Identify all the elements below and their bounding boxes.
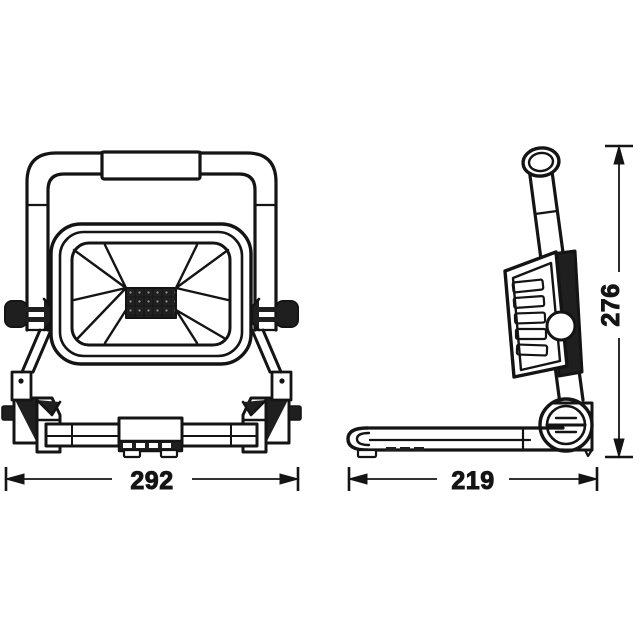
dim-arrow-right bbox=[279, 473, 300, 485]
dimension-height: 276 bbox=[597, 144, 633, 459]
side-view bbox=[346, 146, 594, 459]
front-view bbox=[1, 150, 302, 459]
right-pivot-knob bbox=[250, 297, 299, 332]
cooling-fins bbox=[511, 278, 549, 357]
dim-arrow-bottom bbox=[613, 438, 625, 459]
foot-bar bbox=[365, 426, 565, 452]
dim-arrow-top bbox=[613, 144, 625, 165]
handle-tip bbox=[521, 146, 561, 178]
dimension-front-width: 292 bbox=[4, 467, 300, 496]
handle-grip bbox=[100, 150, 202, 181]
dim-arrow-right bbox=[578, 473, 599, 485]
left-pivot-knob bbox=[4, 297, 53, 332]
foot-tip bbox=[346, 426, 424, 459]
side-pivot-knob bbox=[545, 310, 577, 342]
dimension-value-height: 276 bbox=[597, 283, 625, 326]
leg-struts bbox=[20, 328, 283, 374]
dim-arrow-left bbox=[4, 473, 25, 485]
dimension-value-front-width: 292 bbox=[130, 467, 173, 495]
dimension-value-side-depth: 219 bbox=[451, 467, 494, 495]
battery-connector-block bbox=[117, 416, 184, 459]
dim-arrow-left bbox=[347, 473, 368, 485]
hinge-wheel bbox=[538, 397, 594, 458]
led-array bbox=[125, 287, 177, 319]
housing-profile bbox=[503, 250, 569, 379]
dimension-side-depth: 219 bbox=[347, 467, 599, 496]
